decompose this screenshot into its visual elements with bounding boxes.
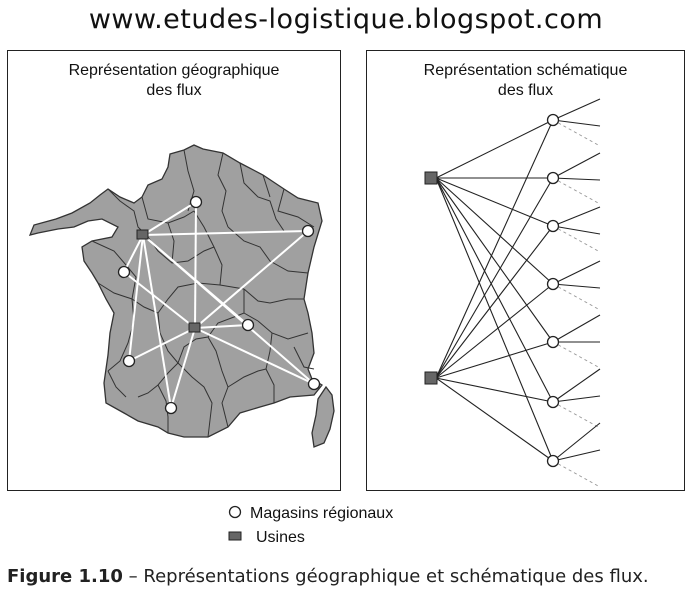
schematic-title-line1: Représentation schématique: [423, 62, 628, 79]
customer-line: [552, 152, 601, 179]
corsica: [311, 385, 335, 448]
store-marker: [117, 265, 131, 279]
factory-marker: [424, 371, 438, 385]
store-marker: [241, 318, 255, 332]
store-marker: [546, 454, 560, 468]
customer-line-dashed: [552, 341, 601, 369]
legend-factories: Usines: [227, 528, 305, 547]
store-marker: [546, 113, 560, 127]
schematic-panel-title: Représentation schématique des flux: [367, 61, 684, 101]
customer-line-dashed: [552, 225, 601, 253]
store-markers: [117, 195, 321, 415]
store-marker: [546, 395, 560, 409]
flow-line: [435, 177, 554, 343]
customer-line-dashed: [552, 177, 601, 205]
customer-line: [552, 98, 601, 121]
geographic-flow-lines: [123, 201, 315, 409]
figure-number: Figure 1.10: [7, 566, 123, 587]
store-marker: [546, 171, 560, 185]
flow-line: [435, 283, 554, 379]
customer-line: [552, 368, 601, 403]
factory-legend-icon: [228, 531, 242, 541]
store-marker: [164, 401, 178, 415]
customer-line-dashed: [552, 119, 601, 147]
schematic-diagram: [424, 98, 601, 488]
store-marker: [307, 377, 321, 391]
customer-line: [552, 206, 601, 227]
customer-line: [552, 314, 601, 343]
geographic-panel-title: Représentation géographique des flux: [8, 61, 340, 101]
store-marker: [301, 224, 315, 238]
legend-stores: Magasins régionaux: [227, 504, 393, 523]
flow-line: [435, 225, 554, 379]
store-marker: [546, 277, 560, 291]
geographic-title-line1: Représentation géographique: [68, 62, 280, 79]
schematic-title-line2: des flux: [497, 82, 554, 99]
store-marker: [122, 354, 136, 368]
store-marker: [546, 335, 560, 349]
flow-line: [435, 119, 554, 179]
flow-line: [435, 341, 554, 379]
factory-marker: [136, 229, 149, 240]
customer-line: [552, 283, 601, 289]
store-marker: [546, 219, 560, 233]
flow-line: [435, 377, 554, 403]
store-marker: [189, 195, 203, 209]
flow-line: [435, 377, 554, 462]
factory-marker: [424, 171, 438, 185]
customer-line: [552, 449, 601, 462]
customer-line: [552, 177, 601, 181]
customer-line-dashed: [552, 401, 601, 429]
customer-line: [552, 395, 601, 403]
geographic-panel: Représentation géographique des flux: [7, 50, 341, 491]
figure-caption: Figure 1.10 – Représentations géographiq…: [7, 566, 687, 587]
legend-factories-label: Usines: [256, 529, 305, 546]
customer-line-dashed: [552, 460, 601, 488]
site-url: www.etudes-logistique.blogspot.com: [88, 4, 604, 35]
france-mainland: [28, 144, 323, 438]
flow-line: [435, 177, 554, 462]
france-map: [28, 144, 335, 448]
customer-line: [552, 225, 601, 235]
flow-line: [435, 119, 554, 379]
customer-line-dashed: [552, 283, 601, 311]
flow-line: [435, 177, 554, 227]
figure-caption-text: – Représentations géographique et schéma…: [122, 566, 649, 587]
flow-line: [435, 177, 554, 403]
customer-line: [552, 119, 601, 127]
customer-line: [552, 260, 601, 285]
flow-line: [435, 177, 554, 285]
flow-line: [435, 177, 554, 379]
factory-marker: [188, 322, 201, 333]
store-legend-icon: [228, 505, 242, 519]
geographic-title-line2: des flux: [146, 82, 202, 99]
schematic-panel: Représentation schématique des flux: [366, 50, 685, 491]
customer-line: [552, 422, 601, 462]
legend-stores-label: Magasins régionaux: [250, 505, 394, 522]
